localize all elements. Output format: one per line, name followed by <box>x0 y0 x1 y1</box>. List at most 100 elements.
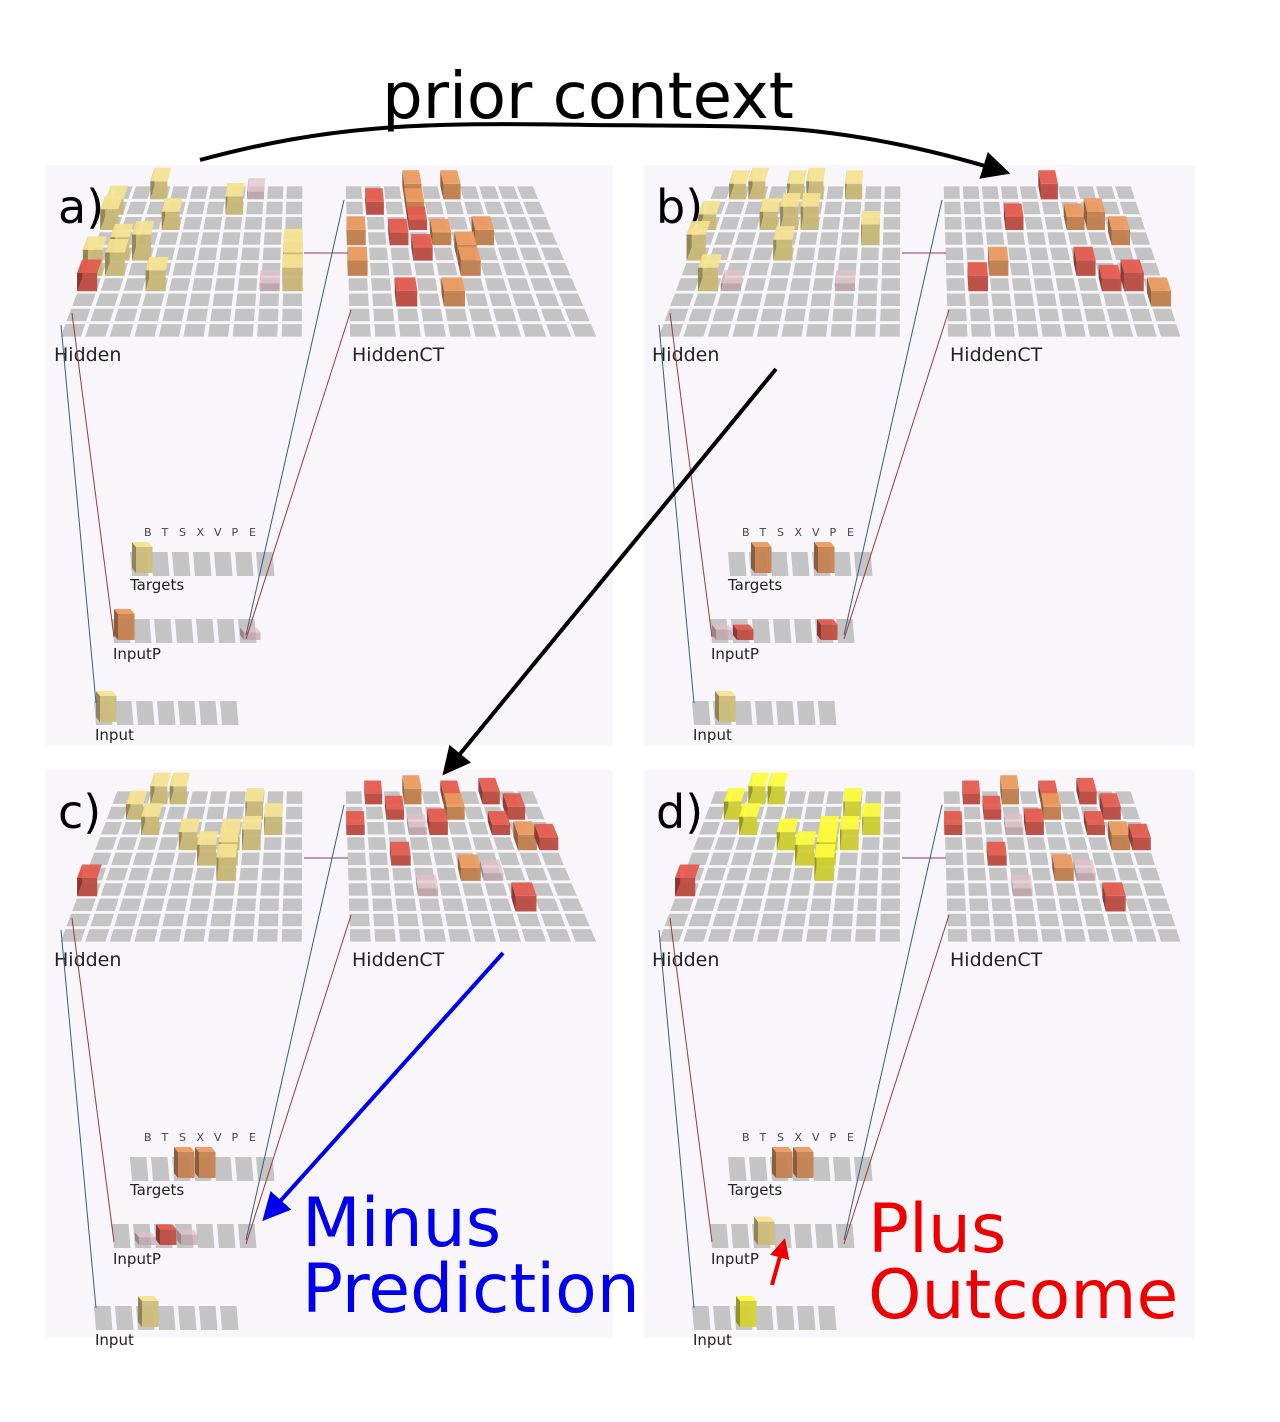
target-letter: T <box>759 1131 767 1144</box>
grid-cell <box>832 308 853 322</box>
grid-cell <box>488 217 510 230</box>
cube-front <box>840 829 859 851</box>
target-letter: X <box>795 526 803 539</box>
grid-cell <box>835 883 856 896</box>
grid-cell <box>182 217 203 230</box>
grid-cell <box>884 791 901 804</box>
grid-cell <box>448 324 471 337</box>
cube-side <box>195 1147 199 1178</box>
cube-front <box>346 229 366 246</box>
grid-cell <box>714 837 736 850</box>
grid-cell <box>704 806 726 820</box>
grid-cell <box>736 308 759 322</box>
cube-top <box>82 236 108 250</box>
grid-cell <box>1012 278 1032 291</box>
grid-cell <box>192 883 213 896</box>
grid-cell <box>348 867 367 881</box>
grid-cell <box>393 883 415 896</box>
grid-cell <box>347 837 365 850</box>
cube-front <box>446 806 465 820</box>
grid-cell <box>516 913 541 927</box>
hidden-unit <box>834 269 856 292</box>
cube-side <box>1108 821 1112 851</box>
cube-side <box>1023 808 1026 835</box>
grid-cell <box>856 308 877 322</box>
grid-cell <box>369 247 388 261</box>
grid-cell <box>946 278 965 291</box>
hidden-unit <box>150 167 171 200</box>
hiddenct-label: HiddenCT <box>950 949 1043 971</box>
cube-side <box>754 1216 758 1245</box>
cube-top <box>259 269 281 284</box>
grid-cell <box>730 247 752 261</box>
grid-cell <box>670 293 694 306</box>
grid-cell <box>283 883 302 896</box>
grid-cell <box>882 852 901 866</box>
cube-top <box>986 841 1007 856</box>
grid-cell <box>398 324 421 337</box>
cube-side <box>365 188 367 215</box>
cube-top <box>1038 170 1058 184</box>
row-cell <box>815 1224 834 1248</box>
grid-cell <box>488 293 512 306</box>
cube-side <box>177 1229 181 1245</box>
cube-side <box>487 811 492 835</box>
grid-cell <box>345 186 363 199</box>
cube-side <box>1000 775 1002 805</box>
grid-cell <box>371 883 392 896</box>
grid-cell <box>512 293 536 306</box>
grid-cell <box>698 883 722 896</box>
grid-cell <box>368 232 387 245</box>
grid-cell <box>469 308 492 322</box>
hidden-unit <box>225 183 245 215</box>
grid-cell <box>541 852 564 866</box>
grid-cell <box>1024 217 1044 230</box>
grid-cell <box>212 898 234 911</box>
grid-cell <box>234 913 255 927</box>
minus-prediction-arrow <box>262 951 505 1222</box>
cube-side <box>1073 859 1077 881</box>
grid-cell <box>418 898 441 911</box>
grid-cell <box>1047 232 1067 245</box>
projection-line <box>658 929 695 1309</box>
grid-cell <box>479 186 499 199</box>
prior-context-title: prior context <box>382 60 794 134</box>
grid-cell <box>197 247 218 261</box>
grid-cell <box>514 232 537 245</box>
target-letter: B <box>144 526 152 539</box>
grid-cell <box>756 324 780 337</box>
projection-line <box>843 199 943 636</box>
grid-cell <box>984 217 1003 230</box>
hiddenct-unit <box>457 854 481 881</box>
row-cell <box>154 619 173 643</box>
target-letter: S <box>179 1131 186 1144</box>
grid-cell <box>1067 232 1088 245</box>
grid-cell <box>209 186 227 199</box>
grid-cell <box>464 806 485 820</box>
cube-front <box>800 206 819 230</box>
grid-cell <box>756 929 780 942</box>
hiddenct-unit <box>388 218 409 246</box>
grid-cell <box>781 324 804 337</box>
hidden-unit <box>161 198 183 230</box>
cube-front <box>142 1301 159 1327</box>
grid-cell <box>1124 217 1145 230</box>
grid-cell <box>947 929 968 942</box>
hiddenct-unit <box>478 777 500 805</box>
hiddenct-unit <box>1102 882 1126 912</box>
grid-cell <box>493 232 515 245</box>
grid-cell <box>237 278 258 291</box>
grid-cell <box>855 324 876 337</box>
cube-top <box>247 178 266 192</box>
cube-front <box>821 624 838 640</box>
grid-cell <box>760 822 781 835</box>
grid-cell <box>208 324 230 337</box>
cube-top <box>988 246 1009 261</box>
cube-side <box>478 777 483 805</box>
cube-top <box>767 772 788 787</box>
cube-side <box>1083 198 1088 230</box>
cube-top <box>406 813 428 828</box>
hidden-unit <box>773 226 795 261</box>
